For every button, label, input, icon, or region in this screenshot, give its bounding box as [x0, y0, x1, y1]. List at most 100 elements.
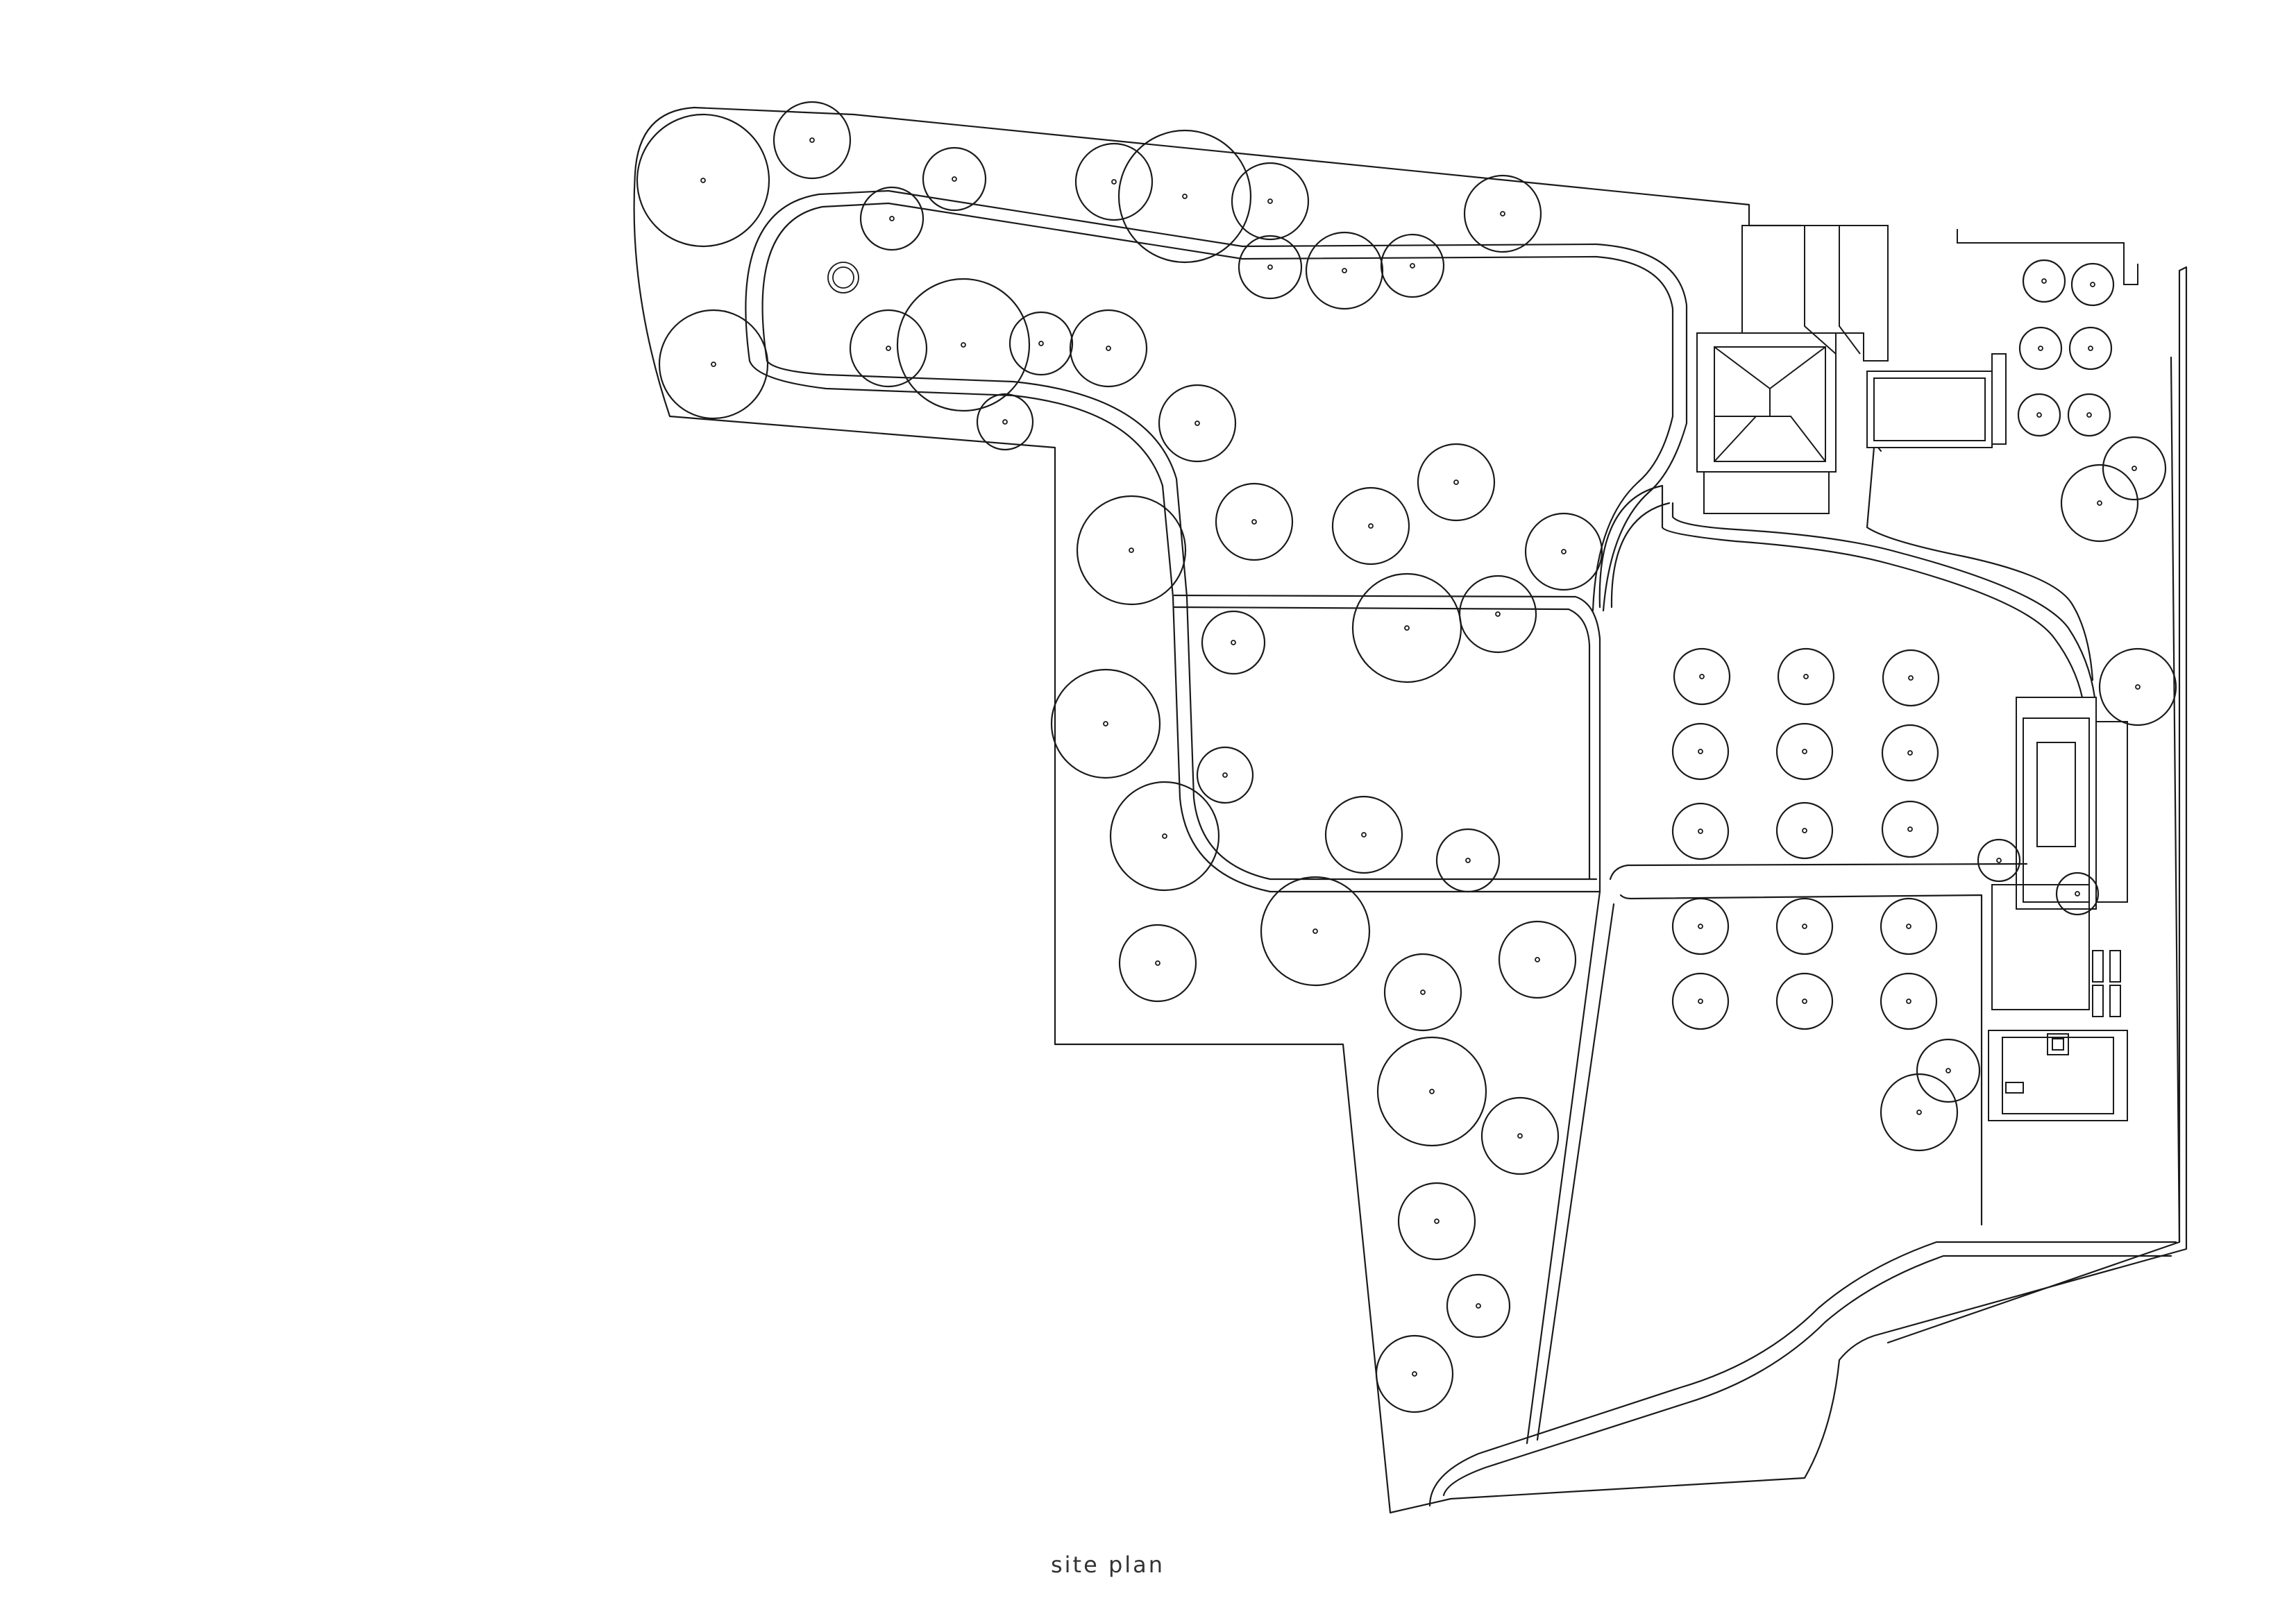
drive-to-house-outer [1661, 484, 2084, 699]
tree-canopy [896, 278, 1031, 412]
tree-canopy [1435, 828, 1501, 893]
tree-trunk [2041, 278, 2047, 284]
tree-canopy [1050, 668, 1161, 779]
tree-canopy [1671, 972, 1730, 1030]
west-path-outer [748, 359, 1601, 893]
tree-trunk [1103, 721, 1108, 726]
tree-trunk [2036, 412, 2042, 418]
tree-trunk [1267, 264, 1273, 270]
tree-canopy [1916, 1038, 1981, 1103]
east-lane-edge [1886, 356, 2181, 1344]
pond-inner [832, 266, 854, 289]
tree-trunk [1361, 832, 1367, 838]
site-boundary [633, 106, 2188, 1514]
tree-trunk [1802, 924, 1807, 929]
tree-canopy [1498, 920, 1577, 999]
tree-canopy [1118, 924, 1197, 1003]
tree-canopy [1324, 795, 1403, 874]
tree-trunk [1038, 341, 1044, 346]
tree-canopy [1524, 512, 1603, 591]
tree-canopy [859, 186, 925, 251]
drive-to-house-inner [1671, 502, 2096, 699]
tree-trunk [1500, 211, 1505, 216]
perimeter-path-outer [745, 189, 1688, 612]
tree-canopy [1775, 801, 1834, 860]
tree-canopy [1231, 162, 1310, 241]
plan-caption: site plan [1050, 1552, 1165, 1578]
tree-trunk [961, 342, 966, 348]
tree-trunk [886, 346, 891, 351]
tree-trunk [1106, 346, 1111, 351]
tree-canopy [1074, 142, 1154, 221]
tree-canopy [773, 101, 852, 180]
tree-canopy [1158, 384, 1237, 463]
tree-canopy [2102, 436, 2167, 501]
tree-canopy [1109, 781, 1220, 892]
tree-trunk [1368, 523, 1374, 529]
central-spine-path [1526, 890, 1615, 1445]
tree-canopy [1305, 231, 1384, 310]
orchard-edge-path [1609, 863, 2028, 1226]
tree-trunk [889, 216, 895, 221]
tree-trunk [1312, 928, 1318, 934]
tree-canopy [1671, 897, 1730, 955]
tree-trunk [1803, 674, 1809, 679]
tree-canopy [658, 309, 769, 420]
tree-trunk [1429, 1089, 1435, 1094]
tree-trunk [1476, 1303, 1481, 1309]
southern-access-road [1428, 1241, 2177, 1507]
tree-trunk [1698, 924, 1703, 929]
tree-canopy [1117, 129, 1252, 264]
tree-trunk [1906, 999, 1911, 1004]
tree-trunk [1222, 772, 1228, 778]
tree-canopy [1458, 575, 1537, 654]
tree-trunk [1945, 1068, 1951, 1073]
tree-canopy [636, 113, 770, 248]
tree-canopy [1882, 649, 1940, 707]
tree-trunk [1410, 263, 1415, 269]
tree-trunk [1129, 547, 1134, 553]
tree-canopy [1375, 1334, 1454, 1413]
tree-trunk [1404, 625, 1410, 631]
tree-canopy [1673, 647, 1731, 706]
tree-canopy [1977, 838, 2021, 883]
tree-canopy [976, 393, 1034, 451]
tree-trunk [2132, 466, 2137, 471]
pond-outer [827, 262, 859, 294]
tree-canopy [1397, 1182, 1476, 1261]
tree-trunk [1267, 198, 1273, 204]
tree-canopy [2070, 262, 2115, 307]
tree-trunk [1111, 179, 1117, 185]
tree-trunk [1517, 1133, 1523, 1139]
tree-canopy [1260, 876, 1371, 987]
tree-canopy [1775, 722, 1834, 781]
tree-trunk [1907, 826, 1913, 832]
west-path-inner [766, 359, 1598, 881]
tree-canopy [1331, 486, 1410, 566]
tree-trunk [1002, 419, 1008, 425]
tree-trunk [1802, 749, 1807, 754]
tree-canopy [2060, 464, 2139, 543]
tree-trunk [2097, 500, 2102, 506]
tree-trunk [1342, 268, 1347, 273]
tree-canopy [2017, 393, 2061, 437]
trees-group [636, 101, 2177, 1413]
tree-trunk [1908, 675, 1914, 681]
tree-canopy [2018, 326, 2063, 371]
tree-trunk [1465, 858, 1471, 863]
tree-canopy [1880, 1073, 1959, 1152]
tree-canopy [1880, 897, 1938, 955]
tree-trunk [711, 362, 716, 367]
tree-canopy [1215, 482, 1294, 561]
tree-trunk [1698, 999, 1703, 1004]
north-south-path [1598, 484, 1671, 609]
tree-canopy [1671, 722, 1730, 781]
tree-canopy [1880, 972, 1938, 1030]
tree-trunk [1434, 1218, 1440, 1224]
tree-trunk [1162, 833, 1167, 839]
tree-trunk [2038, 346, 2043, 351]
site-boundary-north [693, 106, 1803, 227]
tree-canopy [1775, 972, 1834, 1030]
tree-canopy [1076, 495, 1187, 606]
